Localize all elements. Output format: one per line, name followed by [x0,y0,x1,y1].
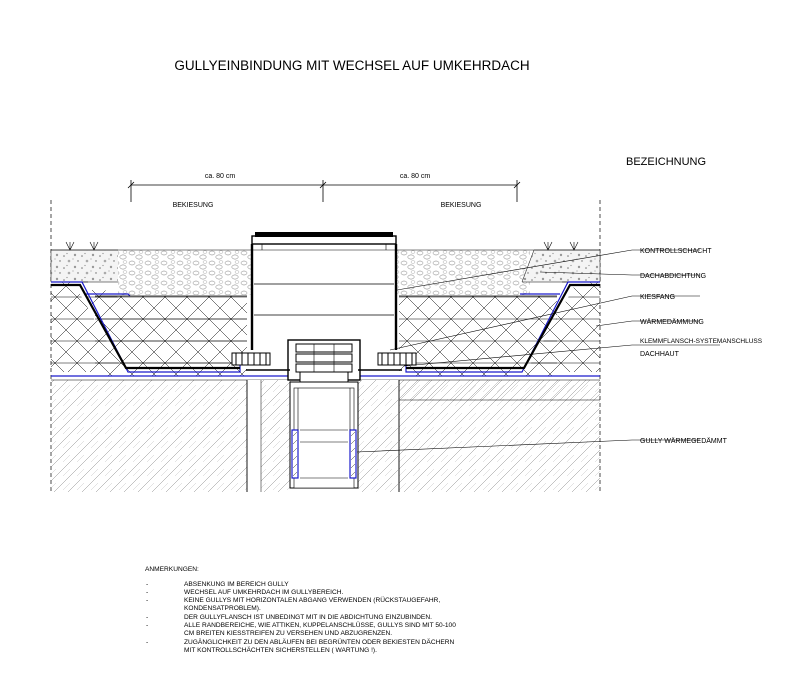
dimension-right-label: ca. 80 cm [400,173,431,180]
concrete-slab-left [51,380,247,492]
label-gully: GULLY WÄRMEGEDÄMMT [640,437,728,445]
drawing-title: GULLYEINBINDUNG MIT WECHSEL AUF UMKEHRDA… [174,58,529,73]
gully-body [289,381,359,489]
label-klemmflansch: KLEMMFLANSCH-SYSTEMANSCHLUSS [640,338,763,345]
surface-symbols [65,241,579,251]
note-line: ALLE RANDBEREICHE, WIE ATTIKEN, KUPPELAN… [184,621,456,629]
label-dachabdichtung: DACHABDICHTUNG [640,273,706,280]
note-bullet: - [146,622,148,629]
gravel-right [521,249,601,283]
gully-insulation-hatch [292,431,356,477]
note-line: DER GULLYFLANSCH IST UNBEDINGT MIT IN DI… [184,614,432,621]
note-bullet: - [146,581,148,588]
notes-list: - ABSENKUNG IM BEREICH GULLY - WECHSEL A… [146,581,456,654]
note-line: ZUGÄNGLICHKEIT ZU DEN ABLÄUFEN BEI BEGRÜ… [184,638,455,646]
gully-head [231,339,417,383]
zone-right-label: BEKIESUNG [441,202,482,209]
pebbles-right [396,250,530,295]
label-kontrollschacht: KONTROLLSCHACHT [640,248,712,255]
label-waermedaemmung: WÄRMEDÄMMUNG [640,318,704,326]
note-line: CM BREITEN KIESSTREIFEN ZU VERSEHEN UND … [184,630,392,637]
screed-right [399,380,600,400]
waterproofing-layer [51,283,600,370]
leader-lines [356,249,720,453]
insulation-right-block [399,296,557,376]
legend-header: BEZEICHNUNG [626,156,706,168]
insulation-left-block [95,296,247,376]
notes-heading: ANMERKUNGEN: [145,566,199,573]
control-shaft [250,232,398,350]
zone-left-label: BEKIESUNG [173,202,214,209]
note-line: WECHSEL AUF UMKEHRDACH IM GULLYBEREICH. [184,589,344,596]
note-line: KONDENSATPROBLEM). [184,605,261,612]
pebbles-left [118,250,252,295]
dimension-left-label: ca. 80 cm [205,173,236,180]
note-bullet: - [146,597,148,604]
note-bullet: - [146,639,148,646]
note-bullet: - [146,589,148,596]
note-line: ABSENKUNG IM BEREICH GULLY [184,581,289,588]
note-line: MIT KONTROLLSCHÄCHTEN SICHERSTELLEN ( WA… [184,646,377,654]
label-kiesfang: KIESFANG [640,294,675,301]
note-line: KEINE GULLYS MIT HORIZONTALEN ABGANG VER… [184,596,440,604]
label-dachhaut: DACHHAUT [640,351,680,358]
gravel-left [50,249,129,283]
dimension-line [127,180,521,202]
note-bullet: - [146,614,148,621]
